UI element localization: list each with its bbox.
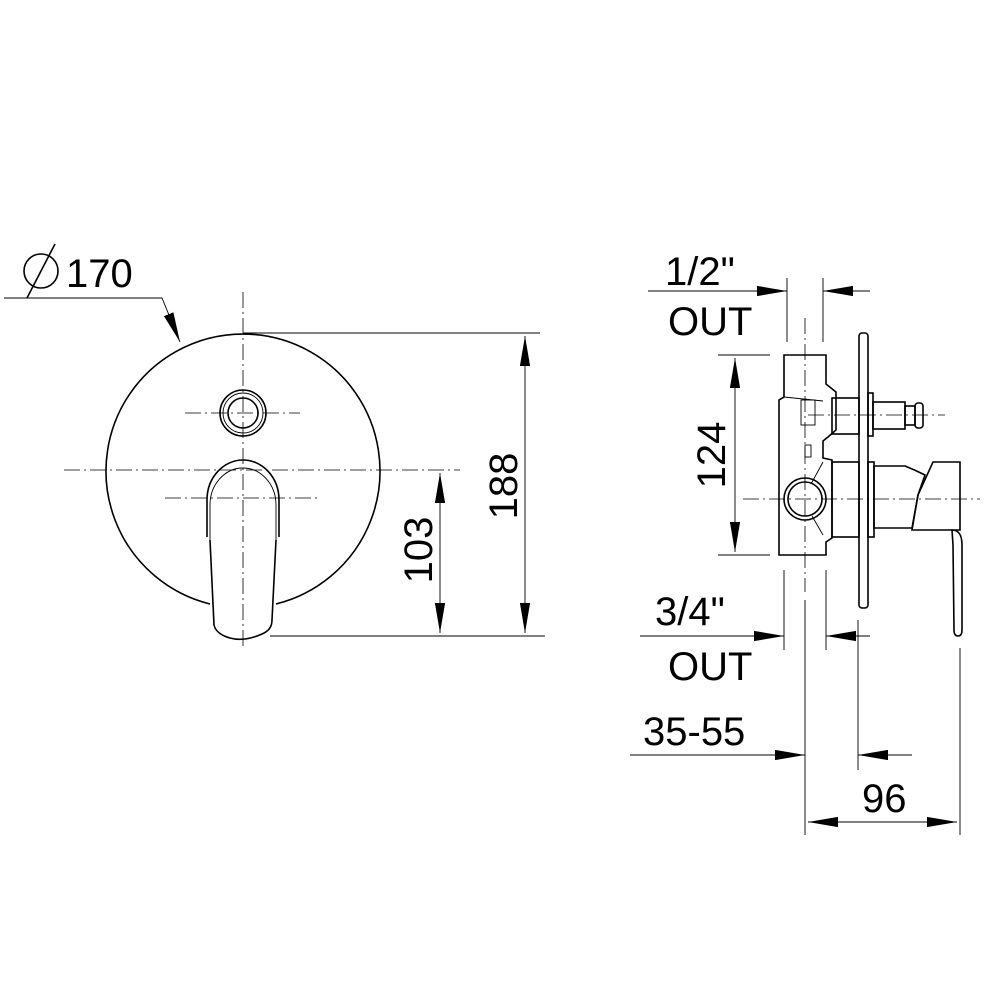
projection-label: 96	[862, 777, 907, 821]
top-outlet-label: OUT	[668, 300, 752, 344]
diameter-leader-line	[4, 297, 181, 343]
side-lever	[867, 461, 963, 637]
lever-handle	[206, 459, 280, 641]
bottom-outlet-label: OUT	[668, 645, 752, 689]
dimension-103-label: 103	[397, 517, 441, 584]
diverter-button	[219, 389, 267, 437]
diameter-symbol-icon	[23, 243, 59, 299]
front-view: 170 188 103	[4, 243, 545, 650]
escutcheon-plate	[105, 333, 381, 605]
valve-body	[778, 354, 860, 556]
wall-depth-label: 35-55	[643, 710, 745, 754]
side-view: 1/2" OUT	[630, 250, 980, 835]
diameter-value: 170	[66, 252, 133, 296]
top-outlet-size-label: 1/2"	[665, 250, 735, 294]
side-wall-plate	[858, 332, 869, 609]
dimension-124-label: 124	[690, 422, 734, 489]
side-diverter-stem	[867, 392, 924, 437]
bottom-outlet-size-label: 3/4"	[655, 590, 725, 634]
dimension-188-label: 188	[482, 453, 526, 520]
